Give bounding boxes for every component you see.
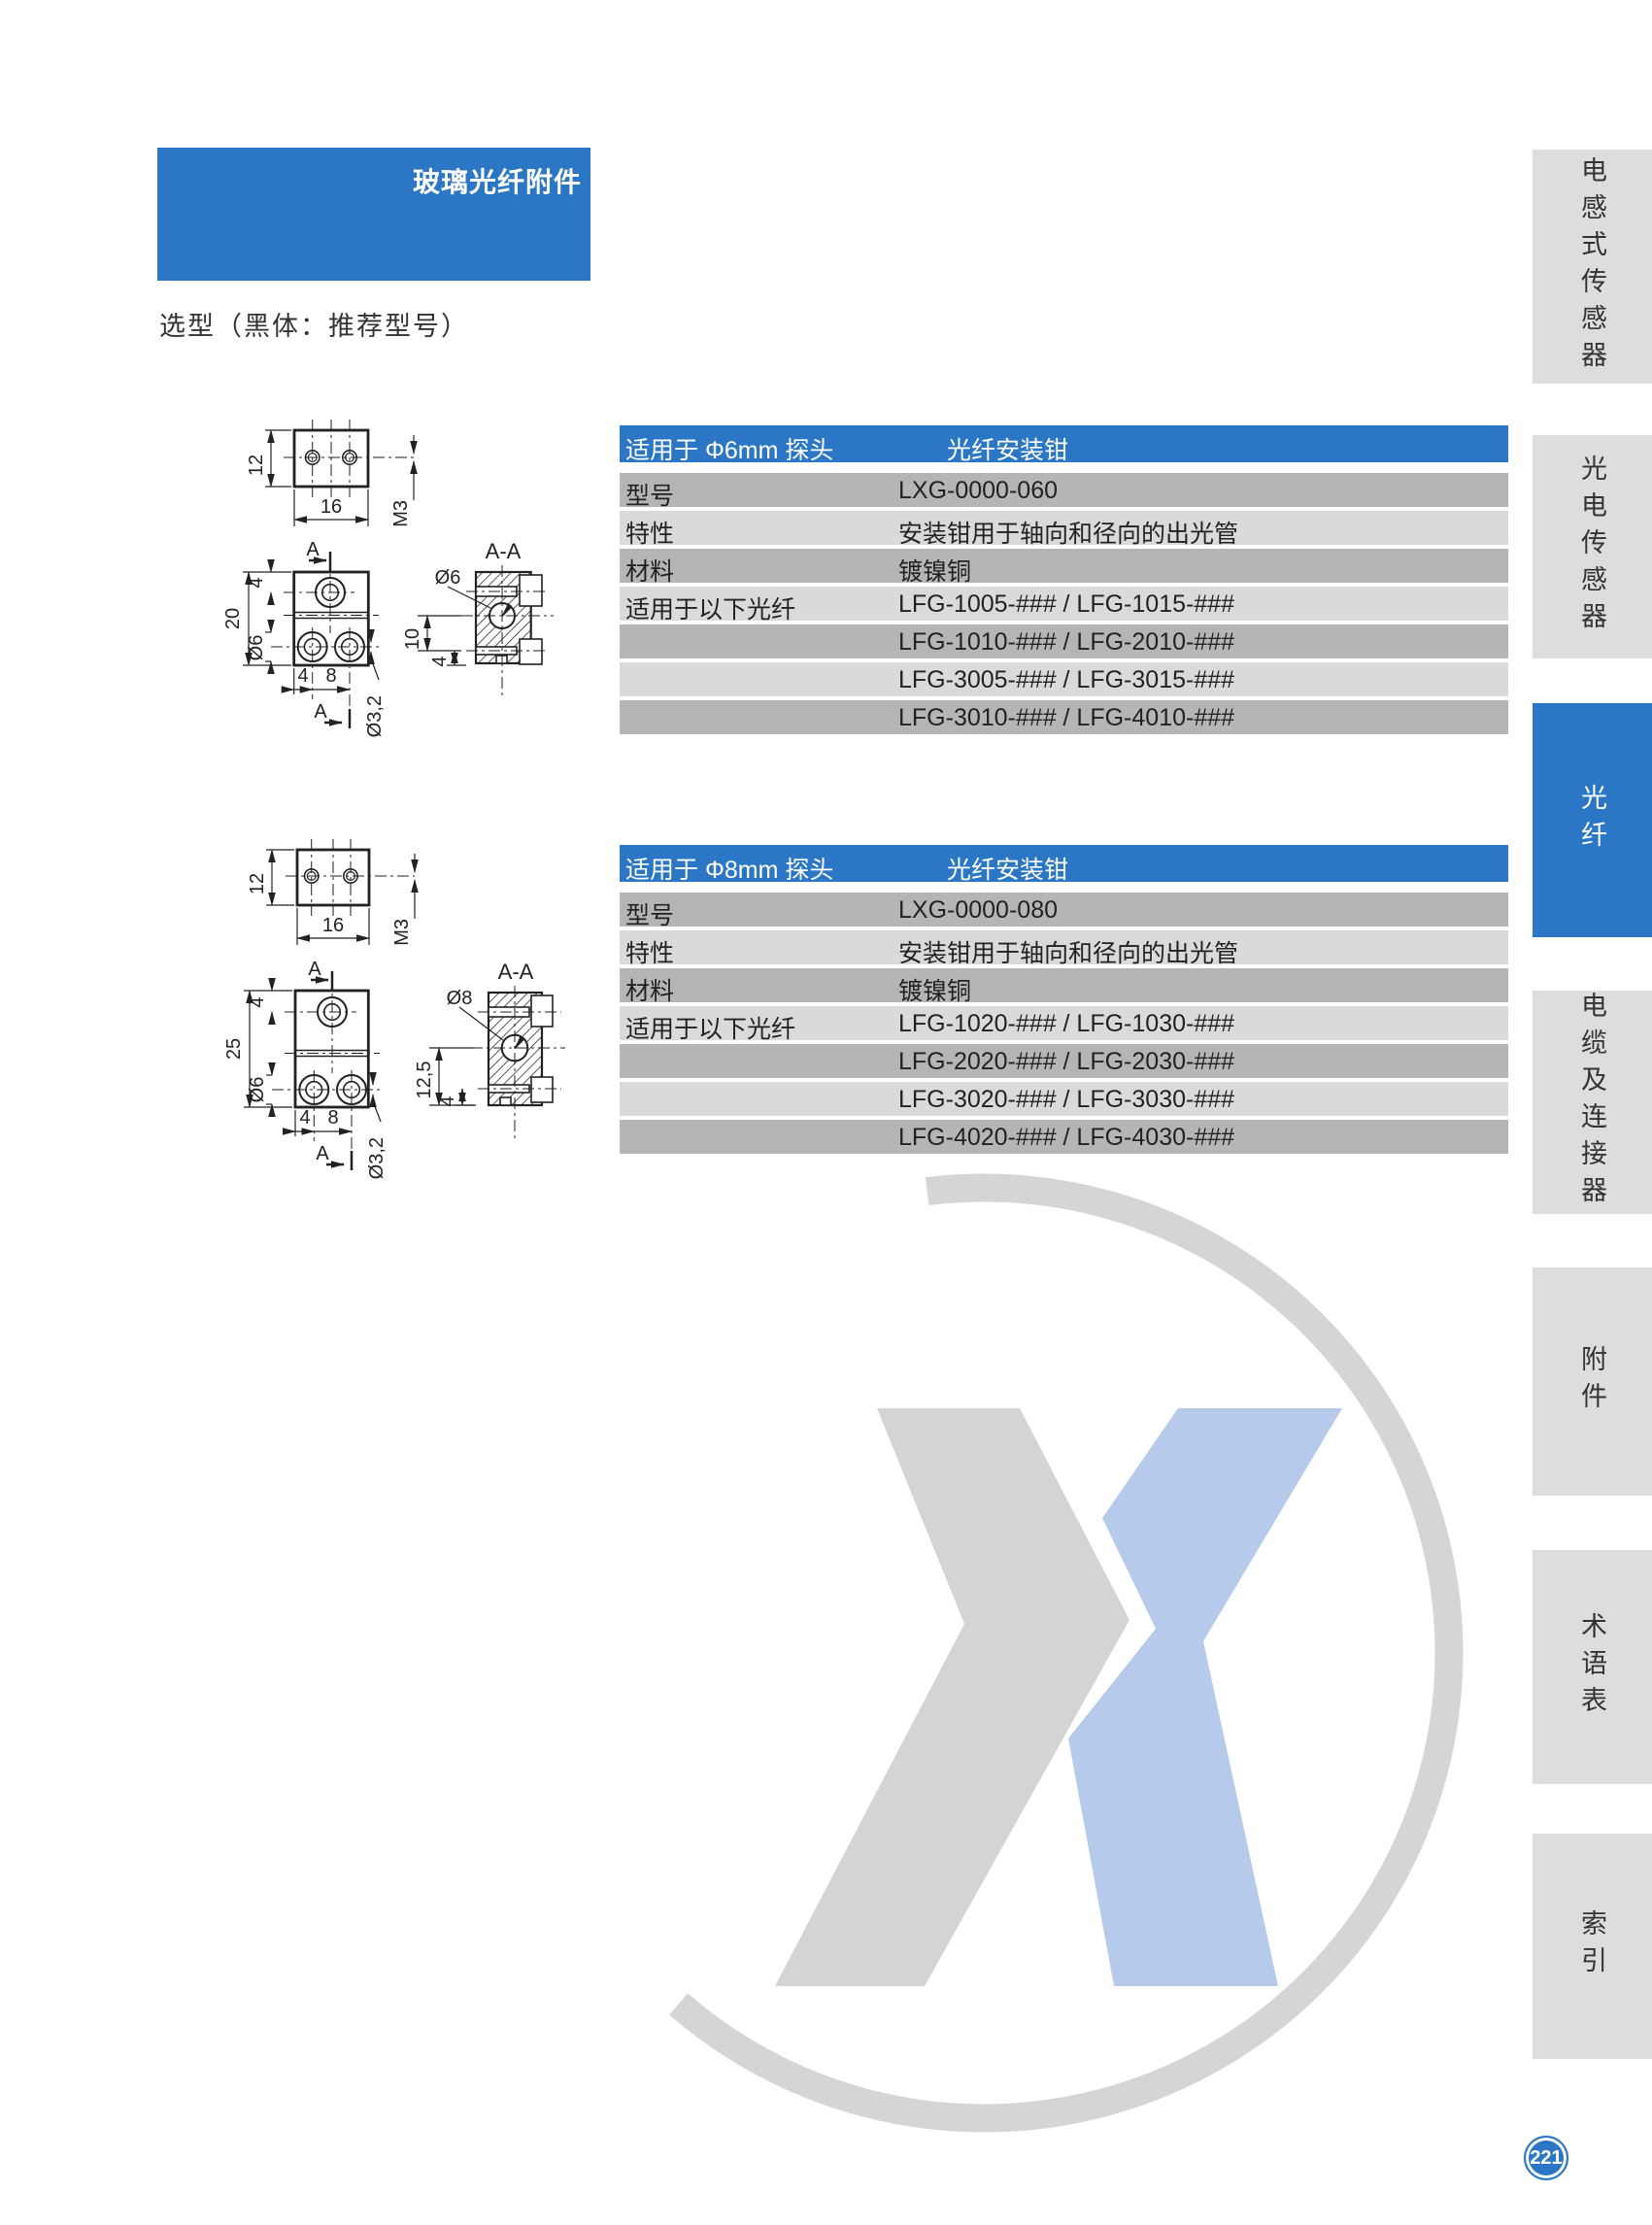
svg-text:4: 4	[247, 996, 268, 1007]
table-header: 适用于 Φ6mm 探头 光纤安装钳	[620, 425, 1508, 464]
table-row: LFG-3005-### / LFG-3015-###	[620, 662, 1508, 696]
watermark-x-right	[1068, 1408, 1342, 1986]
section-title-box: 玻璃光纤附件	[157, 148, 590, 281]
svg-text:A: A	[316, 1143, 329, 1164]
table-header-left: 适用于 Φ6mm 探头	[625, 437, 834, 464]
sidebar-tab-cables[interactable]: 电缆及连接器	[1533, 991, 1652, 1214]
svg-text:4: 4	[246, 577, 267, 588]
table-header-right: 光纤安装钳	[947, 437, 1069, 464]
table-row: LFG-1010-### / LFG-2010-###	[620, 624, 1508, 658]
table-row: LFG-4020-### / LFG-4030-###	[620, 1120, 1508, 1154]
svg-text:12,5: 12,5	[414, 1062, 435, 1099]
svg-text:M3: M3	[390, 500, 412, 527]
svg-text:Ø6: Ø6	[435, 567, 461, 589]
svg-text:8: 8	[327, 1107, 338, 1129]
sidebar-tab-inductive[interactable]: 电感式传感器	[1533, 150, 1652, 384]
page-title: 玻璃光纤附件	[412, 167, 582, 197]
table-header-left: 适用于 Φ8mm 探头	[625, 857, 834, 884]
svg-text:Ø3,2: Ø3,2	[364, 695, 386, 737]
technical-drawing-6mm: 12 16 M3 20 4 Ø6 4 8 Ø3,2 A A A-A Ø6 10 …	[223, 420, 554, 737]
svg-text:Ø3,2: Ø3,2	[366, 1137, 388, 1179]
sidebar-tab-index[interactable]: 索引	[1533, 1834, 1652, 2059]
svg-text:A: A	[314, 701, 327, 723]
svg-text:A-A: A-A	[498, 960, 534, 984]
sidebar-tab-glossary[interactable]: 术语表	[1533, 1550, 1652, 1784]
table-header-right: 光纤安装钳	[947, 857, 1069, 884]
svg-text:Ø6: Ø6	[247, 1077, 268, 1103]
svg-text:A-A: A-A	[486, 539, 522, 563]
table-row: LFG-3020-### / LFG-3030-###	[620, 1082, 1508, 1116]
svg-text:4: 4	[299, 1107, 310, 1129]
technical-drawing-8mm: 12 16 M3 25 4 Ø6 4 8 Ø3,2 A A A-A Ø8 12,…	[223, 839, 565, 1179]
svg-text:M3: M3	[391, 919, 413, 946]
table-row: 特性安装钳用于轴向和径向的出光管	[620, 511, 1508, 548]
table-header: 适用于 Φ8mm 探头 光纤安装钳	[620, 845, 1508, 884]
table-row: LFG-2020-### / LFG-2030-###	[620, 1044, 1508, 1078]
svg-text:16: 16	[322, 915, 344, 936]
svg-text:Ø8: Ø8	[447, 988, 473, 1009]
svg-text:4: 4	[297, 665, 308, 687]
table-row: 材料镀镍铜	[620, 549, 1508, 586]
page-number-badge: 221	[1524, 2136, 1568, 2180]
svg-text:12: 12	[247, 873, 268, 894]
svg-text:20: 20	[223, 608, 244, 629]
sidebar-tab-accessories[interactable]: 附件	[1533, 1267, 1652, 1496]
svg-text:A: A	[306, 539, 320, 560]
table-row: LFG-3010-### / LFG-4010-###	[620, 700, 1508, 734]
selection-note: 选型（黑体：推荐型号）	[159, 312, 469, 341]
svg-text:A: A	[308, 959, 321, 980]
svg-text:12: 12	[246, 455, 267, 476]
table-row: 特性安装钳用于轴向和径向的出光管	[620, 930, 1508, 967]
table-row: 材料镀镍铜	[620, 968, 1508, 1005]
svg-text:16: 16	[320, 496, 342, 518]
sidebar-tab-photoelectric[interactable]: 光电传感器	[1533, 435, 1652, 658]
svg-text:4: 4	[429, 656, 451, 666]
sidebar-tab-fiber[interactable]: 光纤	[1533, 703, 1652, 937]
watermark-x-left	[775, 1408, 1129, 1986]
svg-text:10: 10	[402, 628, 423, 650]
svg-text:8: 8	[325, 665, 336, 687]
svg-text:Ø6: Ø6	[246, 635, 267, 661]
svg-text:4: 4	[437, 1096, 458, 1106]
svg-text:25: 25	[223, 1038, 245, 1060]
